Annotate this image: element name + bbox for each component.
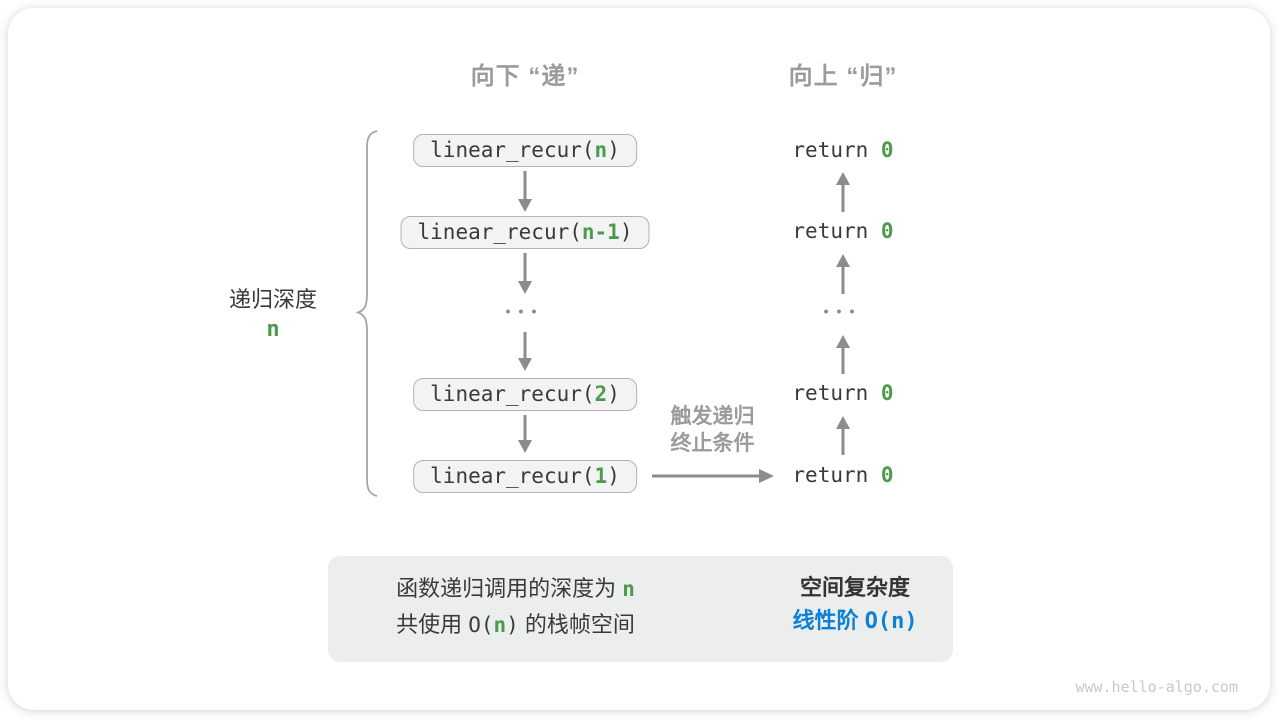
return-keyword: return <box>792 138 881 162</box>
result-label: 线性阶 <box>792 608 865 633</box>
summary-line2: 共使用 O(n) 的栈帧空间 <box>348 607 683 643</box>
call-frame-box-1: linear_recur(1) <box>413 460 637 493</box>
return-keyword: return <box>792 381 881 405</box>
result-o-close: ) <box>904 609 918 634</box>
return-statement-1: return 0 <box>792 137 893 163</box>
call-text: ) <box>607 138 620 162</box>
column-header-descend: 向下 “递” <box>470 63 580 90</box>
big-o-close: ) <box>506 613 519 637</box>
call-text: ) <box>607 464 620 488</box>
call-text: linear_recur( <box>430 382 595 406</box>
call-arg: 1 <box>594 464 608 488</box>
watermark-url: www.hello-algo.com <box>1075 678 1238 696</box>
return-column-ellipsis: ••• <box>823 303 863 319</box>
summary-line1-text: 函数递归调用的深度为 <box>396 576 623 601</box>
depth-label: 递归深度 <box>228 287 317 312</box>
return-keyword: return <box>792 463 881 487</box>
call-arg: n <box>594 138 608 162</box>
return-value: 0 <box>880 138 894 162</box>
space-complexity-result: 线性阶 O(n) <box>760 603 950 640</box>
call-arg: 2 <box>594 382 608 406</box>
call-frame-box-n: linear_recur(n) <box>413 134 637 167</box>
return-statement-3: return 0 <box>792 380 893 406</box>
return-statement-2: return 0 <box>792 218 893 244</box>
result-o-open: O( <box>864 609 892 634</box>
call-text: ) <box>619 220 633 244</box>
space-complexity-title: 空间复杂度 <box>799 575 910 600</box>
termination-line2: 终止条件 <box>670 432 755 455</box>
column-header-ascend: 向上 “归” <box>788 63 898 90</box>
termination-label: 触发递归 终止条件 <box>640 403 785 457</box>
big-o-open: O( <box>468 613 494 637</box>
call-frame-box-2: linear_recur(2) <box>413 378 637 411</box>
result-o-var: n <box>891 609 905 634</box>
termination-line1: 触发递归 <box>670 405 755 428</box>
call-stack-ellipsis: ••• <box>505 303 545 319</box>
call-frame-box-n-1: linear_recur(n-1) <box>400 216 650 249</box>
call-arg: n-1 <box>581 220 620 244</box>
summary-line1: 函数递归调用的深度为 n <box>348 571 683 607</box>
call-text: linear_recur( <box>430 464 595 488</box>
call-text: linear_recur( <box>430 138 595 162</box>
summary-right-text: 空间复杂度 线性阶 O(n) <box>760 573 950 640</box>
return-value: 0 <box>880 219 894 243</box>
return-value: 0 <box>880 381 894 405</box>
big-o-var: n <box>493 613 507 637</box>
call-text: ) <box>607 382 620 406</box>
depth-value: n <box>266 317 280 342</box>
return-statement-4: return 0 <box>792 462 893 488</box>
summary-line2-post: 的栈帧空间 <box>518 612 635 637</box>
call-text: linear_recur( <box>417 220 582 244</box>
summary-panel <box>328 556 953 662</box>
summary-line2-pre: 共使用 <box>396 612 469 637</box>
summary-left-text: 函数递归调用的深度为 n 共使用 O(n) 的栈帧空间 <box>348 571 683 643</box>
return-keyword: return <box>792 219 881 243</box>
return-value: 0 <box>880 463 894 487</box>
summary-line1-var: n <box>622 577 635 601</box>
